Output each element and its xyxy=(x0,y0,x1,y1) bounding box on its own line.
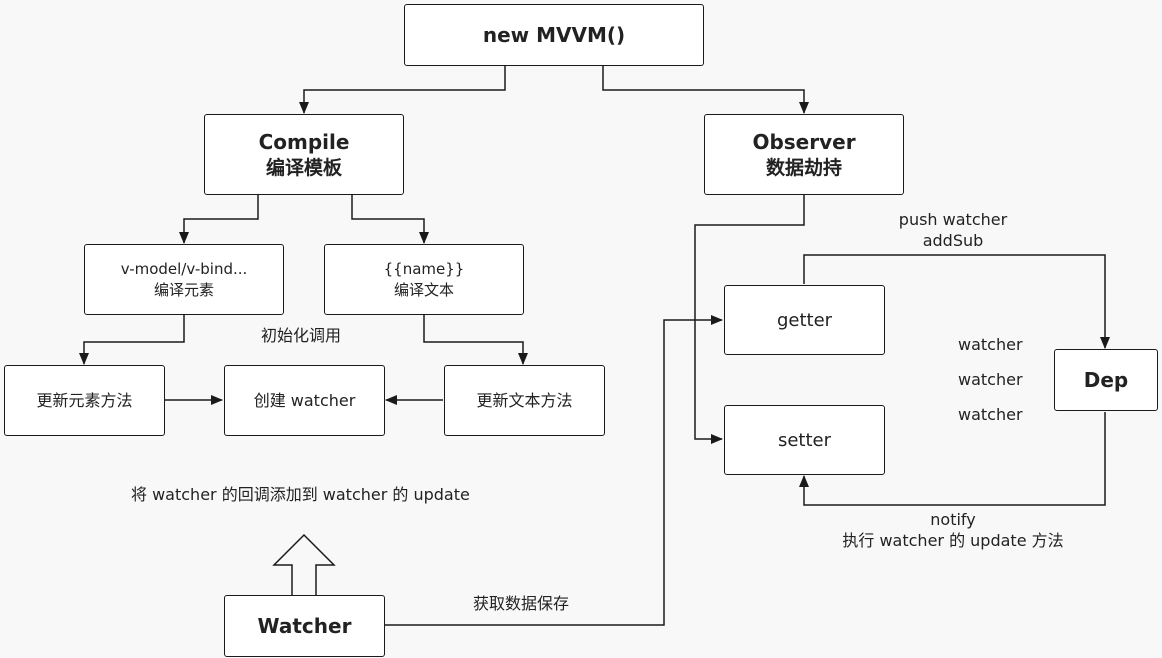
node-setter: setter xyxy=(724,405,885,475)
node-compile-subtitle: 编译模板 xyxy=(265,156,342,179)
node-compile-title: Compile xyxy=(258,129,350,154)
edge-vmodel-update-el xyxy=(79,315,185,365)
hollow-up-arrow xyxy=(272,533,336,595)
node-observer-subtitle: 数据劫持 xyxy=(765,156,842,179)
node-create-watcher-label: 创建 watcher xyxy=(253,391,356,410)
node-compile: Compile 编译模板 xyxy=(204,114,404,195)
edge-name-update-text xyxy=(423,315,528,365)
node-name-subtitle: 编译文本 xyxy=(393,280,454,299)
label-notify: notify xyxy=(930,510,976,529)
edge-getter-dep xyxy=(803,254,1110,349)
node-name-title: {{name}} xyxy=(383,259,465,278)
node-getter: getter xyxy=(724,285,885,355)
node-name-text: {{name}} 编译文本 xyxy=(324,244,524,315)
node-getter-label: getter xyxy=(776,309,833,331)
node-create-watcher: 创建 watcher xyxy=(224,365,385,436)
node-update-element: 更新元素方法 xyxy=(4,365,165,436)
node-observer: Observer 数据劫持 xyxy=(704,114,904,195)
node-dep: Dep xyxy=(1054,349,1158,411)
node-observer-title: Observer xyxy=(752,129,856,154)
node-update-element-label: 更新元素方法 xyxy=(36,391,133,410)
label-watcher-2: watcher xyxy=(958,370,1023,389)
edge-dep-setter xyxy=(799,412,1106,506)
edge-compile-vmodel xyxy=(179,195,259,244)
edge-observer-split xyxy=(694,195,805,444)
label-init-call: 初始化调用 xyxy=(261,326,342,345)
label-add-callback: 将 watcher 的回调添加到 watcher 的 update xyxy=(131,485,470,504)
label-add-sub: addSub xyxy=(922,231,984,250)
node-vmodel-subtitle: 编译元素 xyxy=(153,280,214,299)
edge-compile-name xyxy=(351,195,429,244)
edge-mvvm-observer xyxy=(602,66,809,114)
node-vmodel-vbind: v-model/v-bind... 编译元素 xyxy=(84,244,284,315)
node-vmodel-title: v-model/v-bind... xyxy=(120,259,248,278)
node-update-text-label: 更新文本方法 xyxy=(476,391,573,410)
label-watcher-1: watcher xyxy=(958,335,1023,354)
edge-watcher-getter xyxy=(384,315,723,626)
node-watcher: Watcher xyxy=(224,595,385,657)
node-dep-label: Dep xyxy=(1083,368,1129,392)
label-get-save: 获取数据保存 xyxy=(473,594,570,613)
node-new-mvvm: new MVVM() xyxy=(404,4,704,66)
node-new-mvvm-label: new MVVM() xyxy=(482,23,626,47)
label-watcher-3: watcher xyxy=(958,405,1023,424)
node-watcher-label: Watcher xyxy=(257,614,352,638)
label-push-watcher: push watcher xyxy=(898,210,1008,229)
label-run-update: 执行 watcher 的 update 方法 xyxy=(842,531,1064,550)
node-setter-label: setter xyxy=(777,429,832,451)
node-update-text: 更新文本方法 xyxy=(444,365,605,436)
edge-mvvm-compile xyxy=(299,66,506,114)
